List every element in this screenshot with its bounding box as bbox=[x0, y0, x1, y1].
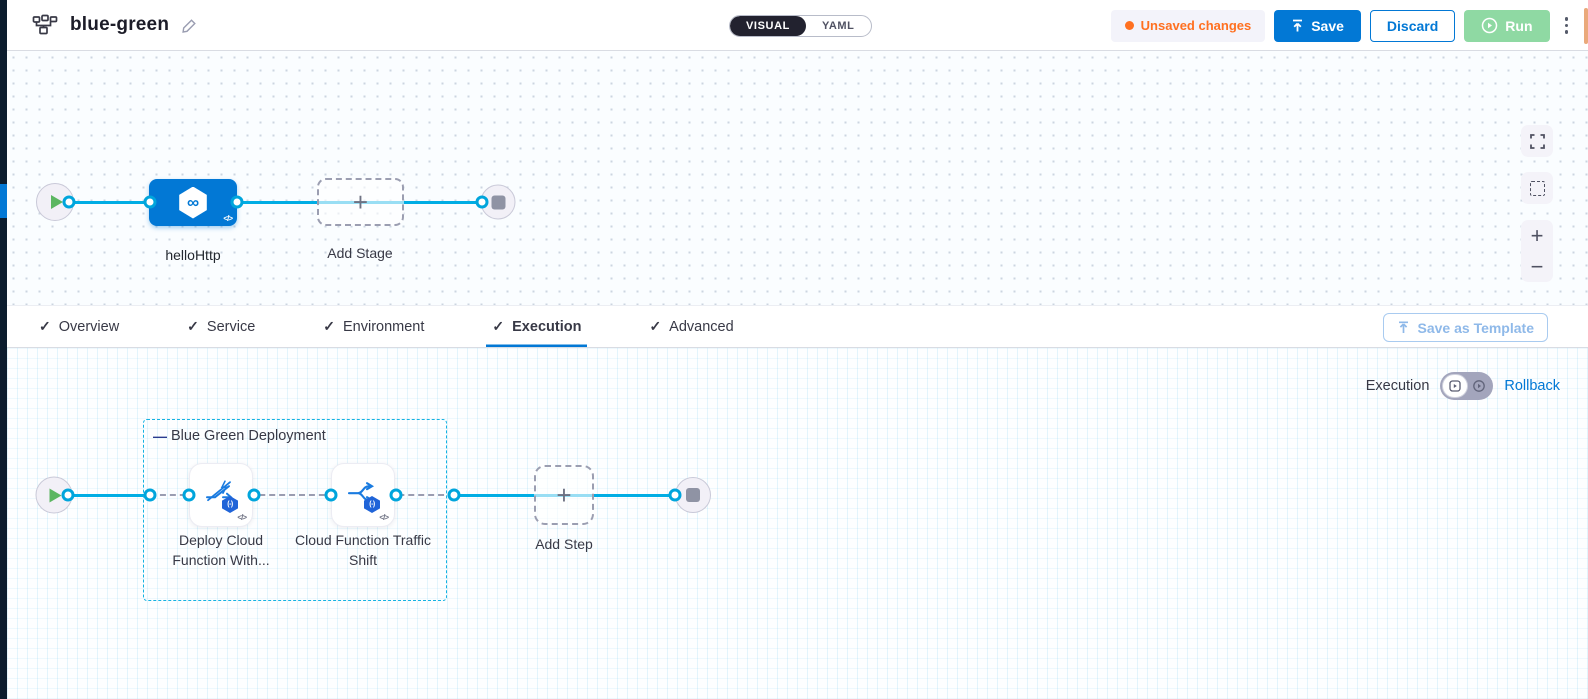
port bbox=[143, 195, 157, 209]
multi-select-button[interactable] bbox=[1521, 172, 1553, 204]
save-as-template-label: Save as Template bbox=[1417, 319, 1534, 336]
visual-yaml-toggle: VISUAL YAML bbox=[729, 15, 872, 37]
port bbox=[182, 488, 196, 502]
fullscreen-button[interactable] bbox=[1521, 125, 1553, 157]
execution-mode-label: Execution bbox=[1365, 378, 1430, 394]
zoom-in-button[interactable]: + bbox=[1530, 222, 1544, 248]
step-group-label: Blue Green Deployment bbox=[171, 428, 326, 444]
play-icon bbox=[50, 195, 63, 209]
tab-label: Advanced bbox=[669, 318, 734, 335]
toggle-visual[interactable]: VISUAL bbox=[730, 16, 806, 36]
zoom-panel: + − bbox=[1521, 220, 1553, 282]
discard-button[interactable]: Discard bbox=[1369, 9, 1456, 42]
stop-icon bbox=[491, 195, 505, 209]
tab-label: Execution bbox=[512, 318, 582, 335]
step-label: Deploy Cloud Function With... bbox=[172, 532, 270, 568]
save-button[interactable]: Save bbox=[1274, 9, 1361, 42]
check-icon: ✓ bbox=[323, 318, 335, 334]
tab-label: Overview bbox=[58, 318, 120, 335]
add-stage-label: Add Stage bbox=[327, 245, 393, 261]
run-button-label: Run bbox=[1505, 17, 1533, 34]
sidebar-active-marker bbox=[0, 184, 7, 218]
cloud-functions-badge-icon: (-) bbox=[222, 496, 238, 513]
port bbox=[324, 488, 338, 502]
plus-icon: + bbox=[352, 187, 369, 217]
stage-node-label: helloHttp bbox=[165, 247, 221, 263]
stage-connector-line bbox=[55, 200, 498, 204]
run-button[interactable]: Run bbox=[1464, 9, 1550, 42]
execution-rollback-toggle[interactable] bbox=[1440, 372, 1494, 400]
tab-label: Service bbox=[206, 318, 256, 335]
more-options-icon[interactable] bbox=[1559, 13, 1575, 38]
check-icon: ✓ bbox=[649, 318, 662, 334]
tab-environment[interactable]: ✓ Environment bbox=[317, 306, 430, 347]
stop-icon bbox=[686, 488, 700, 502]
edit-pipeline-name-icon[interactable] bbox=[181, 17, 198, 34]
port bbox=[143, 488, 157, 502]
check-icon: ✓ bbox=[492, 318, 505, 334]
cloud-functions-badge-icon: (-) bbox=[364, 496, 380, 513]
exec-dashed-line bbox=[150, 494, 454, 496]
rollback-segment[interactable] bbox=[1469, 376, 1489, 396]
code-icon: </> bbox=[223, 214, 233, 223]
add-stage-button[interactable]: + bbox=[317, 178, 404, 226]
add-step-button[interactable]: + bbox=[534, 465, 594, 525]
header-actions: Unsaved changes Save Discard Run bbox=[1110, 0, 1575, 51]
tab-advanced[interactable]: ✓ Advanced bbox=[643, 306, 739, 347]
stage-config-tabs: ✓ Overview ✓ Service ✓ Environment ✓ Exe… bbox=[7, 305, 1588, 348]
pipeline-title: blue-green bbox=[70, 14, 170, 35]
tab-service[interactable]: ✓ Service bbox=[181, 306, 261, 347]
port bbox=[389, 488, 403, 502]
rollback-link[interactable]: Rollback bbox=[1504, 378, 1560, 394]
unsaved-changes-badge: Unsaved changes bbox=[1110, 9, 1266, 42]
scroll-marker-strip bbox=[1584, 8, 1588, 44]
port bbox=[475, 195, 489, 209]
collapse-group-icon[interactable]: — bbox=[153, 428, 167, 444]
save-as-template-button[interactable]: Save as Template bbox=[1382, 313, 1548, 342]
studio-header: blue-green VISUAL YAML Unsaved changes S… bbox=[7, 0, 1588, 51]
marquee-icon bbox=[1529, 180, 1545, 196]
plus-icon: + bbox=[556, 480, 572, 510]
check-icon: ✓ bbox=[39, 318, 51, 334]
tab-label: Environment bbox=[343, 318, 425, 335]
stage-node-hellohttp[interactable]: ∞ </> bbox=[149, 179, 237, 226]
discard-button-label: Discard bbox=[1386, 17, 1439, 34]
collapsed-sidebar-strip[interactable] bbox=[0, 0, 7, 699]
step-label: Cloud Function Traffic Shift bbox=[295, 532, 431, 568]
code-icon: </> bbox=[379, 513, 389, 522]
zoom-out-button[interactable]: − bbox=[1530, 253, 1544, 279]
deploy-stage-icon: ∞ bbox=[179, 186, 207, 219]
add-step-label: Add Step bbox=[535, 536, 593, 552]
play-icon bbox=[49, 488, 62, 502]
unsaved-dot-icon bbox=[1124, 21, 1134, 30]
execution-mode-controls: Execution Rollback bbox=[1366, 372, 1560, 400]
step-deploy-cloud-function[interactable]: (-) </> bbox=[189, 463, 253, 527]
port bbox=[61, 488, 75, 502]
port bbox=[447, 488, 461, 502]
save-button-label: Save bbox=[1311, 17, 1344, 34]
port bbox=[62, 195, 76, 209]
step-cloud-function-traffic-shift[interactable]: (-) </> bbox=[331, 463, 395, 527]
check-icon: ✓ bbox=[187, 318, 199, 334]
step-group-blue-green: — Blue Green Deployment bbox=[143, 419, 447, 601]
stage-canvas[interactable]: ∞ </> helloHttp + Add Stage + − bbox=[7, 51, 1588, 305]
execution-canvas[interactable]: Execution Rollback bbox=[7, 348, 1588, 699]
execution-steps-segment[interactable] bbox=[1442, 374, 1469, 398]
port bbox=[247, 488, 261, 502]
exec-connector-line bbox=[54, 493, 150, 497]
tab-execution[interactable]: ✓ Execution bbox=[486, 306, 587, 347]
toggle-yaml[interactable]: YAML bbox=[821, 20, 855, 32]
code-icon: </> bbox=[237, 513, 247, 522]
port bbox=[230, 195, 244, 209]
port bbox=[668, 488, 682, 502]
tab-overview[interactable]: ✓ Overview bbox=[33, 306, 125, 347]
execution-end-node bbox=[675, 477, 711, 513]
pipeline-icon bbox=[32, 14, 58, 36]
